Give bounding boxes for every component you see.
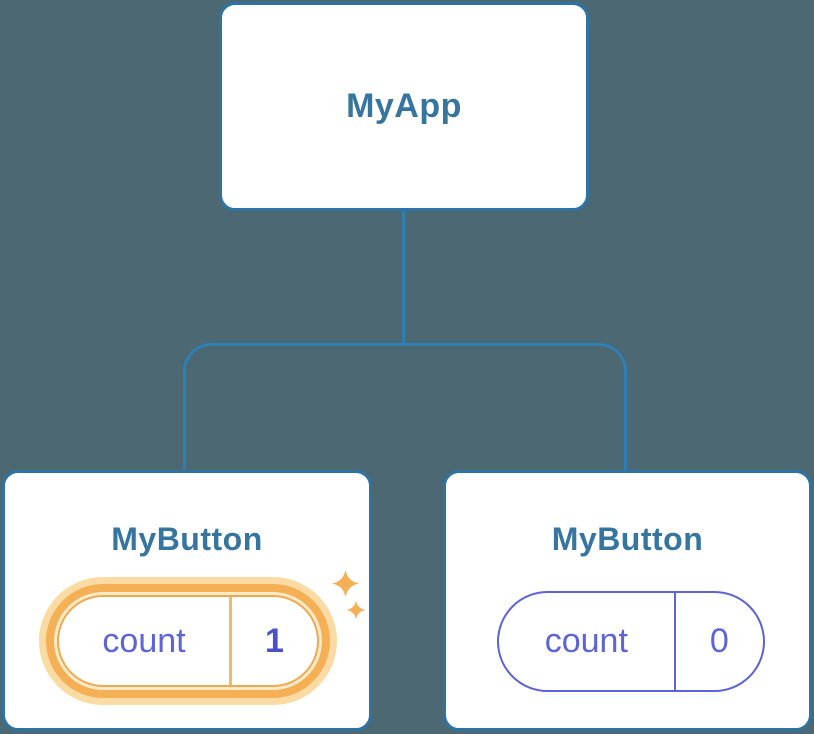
component-node-myapp: MyApp: [219, 2, 589, 211]
connector-root-stem: [402, 211, 405, 345]
sparkle-icon: [331, 569, 360, 598]
state-pill-divider: [673, 593, 676, 690]
component-node-mybutton-1: MyButton count 1: [2, 470, 372, 731]
component-node-mybutton-2: MyButton count 0: [443, 470, 812, 731]
state-pill-highlighted: count 1: [57, 595, 319, 687]
state-pill-idle: count 0: [497, 591, 765, 692]
state-value: 0: [709, 622, 729, 660]
state-key-label: count: [544, 622, 628, 660]
component-label-myapp: MyApp: [346, 87, 462, 125]
state-value: 1: [265, 621, 284, 660]
component-label-mybutton-2: MyButton: [551, 521, 704, 557]
sparkle-icon: [346, 600, 366, 620]
state-pill-divider: [229, 597, 232, 685]
component-label-mybutton-1: MyButton: [111, 521, 263, 557]
state-key-label: count: [102, 621, 186, 660]
connector-branch-bracket: [183, 343, 627, 471]
